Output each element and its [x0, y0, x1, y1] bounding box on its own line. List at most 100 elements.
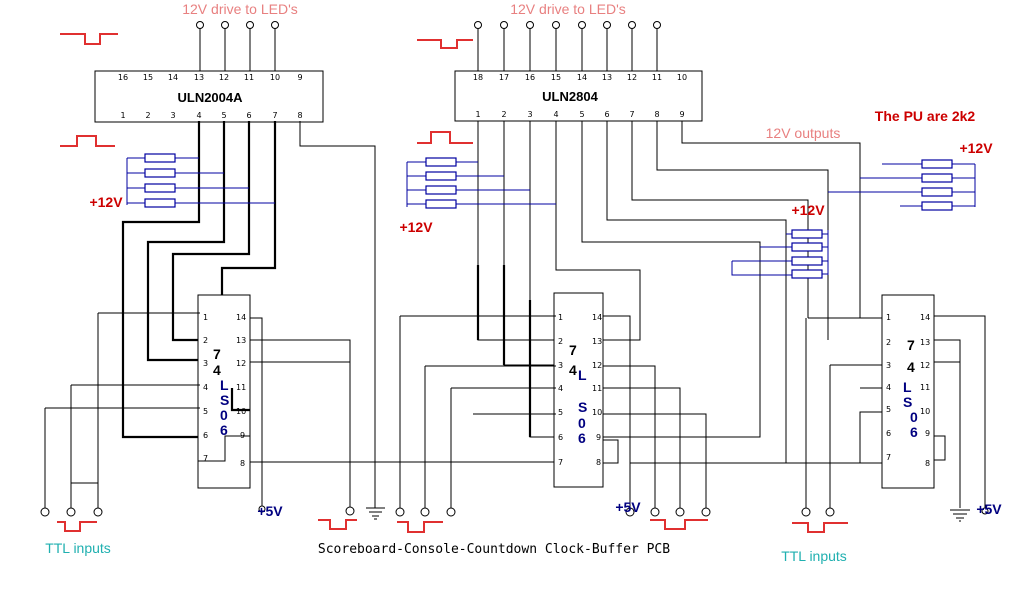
svg-text:4: 4: [196, 111, 201, 120]
svg-text:12: 12: [236, 359, 246, 368]
svg-text:3: 3: [170, 111, 175, 120]
svg-text:14: 14: [592, 313, 602, 322]
svg-text:5: 5: [203, 407, 208, 416]
svg-text:1: 1: [475, 110, 480, 119]
drive-label-left: 12V drive to LED's: [182, 1, 298, 17]
svg-text:8: 8: [925, 459, 930, 468]
svg-text:10: 10: [270, 73, 280, 82]
svg-text:9: 9: [297, 73, 302, 82]
plus5v-terminal-right: [981, 507, 989, 515]
svg-text:14: 14: [168, 73, 178, 82]
ground-icon-right: [950, 509, 970, 522]
supply-12v-b: +12V: [399, 219, 433, 235]
plus5v-terminal-middle: [625, 507, 635, 517]
svg-text:4: 4: [558, 384, 563, 393]
svg-text:4: 4: [213, 362, 221, 378]
svg-text:L: L: [220, 377, 229, 393]
ls06-middle-wiring: [399, 315, 860, 508]
svg-text:13: 13: [920, 338, 930, 347]
led-terminals-right: [474, 21, 661, 72]
supply-5v-b: +5V: [615, 499, 641, 515]
supply-5v-c: +5V: [976, 501, 1002, 517]
pullups-middle: [406, 157, 556, 209]
svg-text:10: 10: [677, 73, 687, 82]
uln2004a-name: ULN2004A: [177, 90, 243, 105]
svg-text:6: 6: [246, 111, 251, 120]
svg-text:3: 3: [886, 361, 891, 370]
svg-text:1: 1: [886, 313, 891, 322]
svg-text:14: 14: [920, 313, 930, 322]
svg-text:7: 7: [558, 458, 563, 467]
uln2804-chip: ULN2804 18 17 16 15 14 13 12 11 10 1 2 3…: [454, 70, 703, 122]
svg-text:11: 11: [652, 73, 662, 82]
svg-text:18: 18: [473, 73, 483, 82]
svg-text:11: 11: [236, 383, 246, 392]
outputs-label: 12V outputs: [766, 125, 841, 141]
svg-text:2: 2: [203, 336, 208, 345]
svg-text:S: S: [903, 394, 912, 410]
svg-text:7: 7: [203, 454, 208, 463]
svg-text:7: 7: [907, 337, 915, 353]
pullups-right: [828, 159, 976, 211]
svg-text:16: 16: [525, 73, 535, 82]
svg-text:4: 4: [553, 110, 558, 119]
ls06-right-wiring: [805, 315, 986, 508]
svg-text:7: 7: [629, 110, 634, 119]
svg-text:6: 6: [578, 430, 586, 446]
pulse-symbols: [57, 33, 848, 533]
svg-text:4: 4: [907, 359, 915, 375]
svg-text:L: L: [578, 367, 587, 383]
led-terminals-left: [196, 21, 279, 72]
svg-text:L: L: [903, 379, 912, 395]
svg-text:7: 7: [886, 453, 891, 462]
svg-text:7: 7: [272, 111, 277, 120]
svg-text:4: 4: [886, 383, 891, 392]
svg-text:6: 6: [558, 433, 563, 442]
ground-icon: [366, 507, 385, 520]
svg-text:14: 14: [577, 73, 587, 82]
svg-text:10: 10: [920, 407, 930, 416]
pcb-caption: Scoreboard-Console-Countdown Clock-Buffe…: [318, 542, 670, 557]
svg-text:4: 4: [203, 383, 208, 392]
svg-text:10: 10: [592, 408, 602, 417]
svg-text:5: 5: [579, 110, 584, 119]
svg-text:5: 5: [886, 405, 891, 414]
svg-text:S: S: [220, 392, 229, 408]
supply-5v-a: +5V: [257, 503, 283, 519]
svg-text:11: 11: [244, 73, 254, 82]
svg-text:8: 8: [240, 459, 245, 468]
svg-text:8: 8: [596, 458, 601, 467]
ls06-chip-right: 7 4 L S 0 6 1 2 3 4 5 6 7 14 13 12 11 10…: [881, 294, 935, 489]
drive-label-right: 12V drive to LED's: [510, 1, 626, 17]
svg-text:1: 1: [120, 111, 125, 120]
ttl-input-terminals-right: [801, 507, 835, 517]
svg-text:16: 16: [118, 73, 128, 82]
svg-text:5: 5: [221, 111, 226, 120]
svg-text:8: 8: [654, 110, 659, 119]
svg-text:2: 2: [886, 338, 891, 347]
ls06-left-wiring: [44, 312, 375, 508]
svg-text:1: 1: [203, 313, 208, 322]
svg-text:12: 12: [627, 73, 637, 82]
svg-text:2: 2: [558, 337, 563, 346]
svg-text:8: 8: [297, 111, 302, 120]
svg-text:12: 12: [219, 73, 229, 82]
svg-text:3: 3: [527, 110, 532, 119]
svg-text:11: 11: [592, 384, 602, 393]
terminal-left-out: [345, 506, 355, 516]
svg-text:7: 7: [213, 346, 221, 362]
svg-text:14: 14: [236, 313, 246, 322]
svg-text:7: 7: [569, 342, 577, 358]
ls06-chip-middle: 7 4 L S 0 6 1 2 3 4 5 6 7 14 13 12 11 10…: [553, 292, 604, 488]
svg-text:0: 0: [910, 409, 918, 425]
uln2004a-chip: ULN2004A 16 15 14 13 12 11 10 9 1 2 3 4 …: [94, 70, 324, 123]
supply-12v-c: +12V: [791, 202, 825, 218]
pullups-center-right: [731, 229, 829, 279]
svg-text:0: 0: [220, 407, 228, 423]
svg-text:12: 12: [920, 361, 930, 370]
svg-text:S: S: [578, 399, 587, 415]
svg-text:17: 17: [499, 73, 509, 82]
svg-text:12: 12: [592, 361, 602, 370]
ttl-input-terminals-left: [40, 507, 103, 517]
